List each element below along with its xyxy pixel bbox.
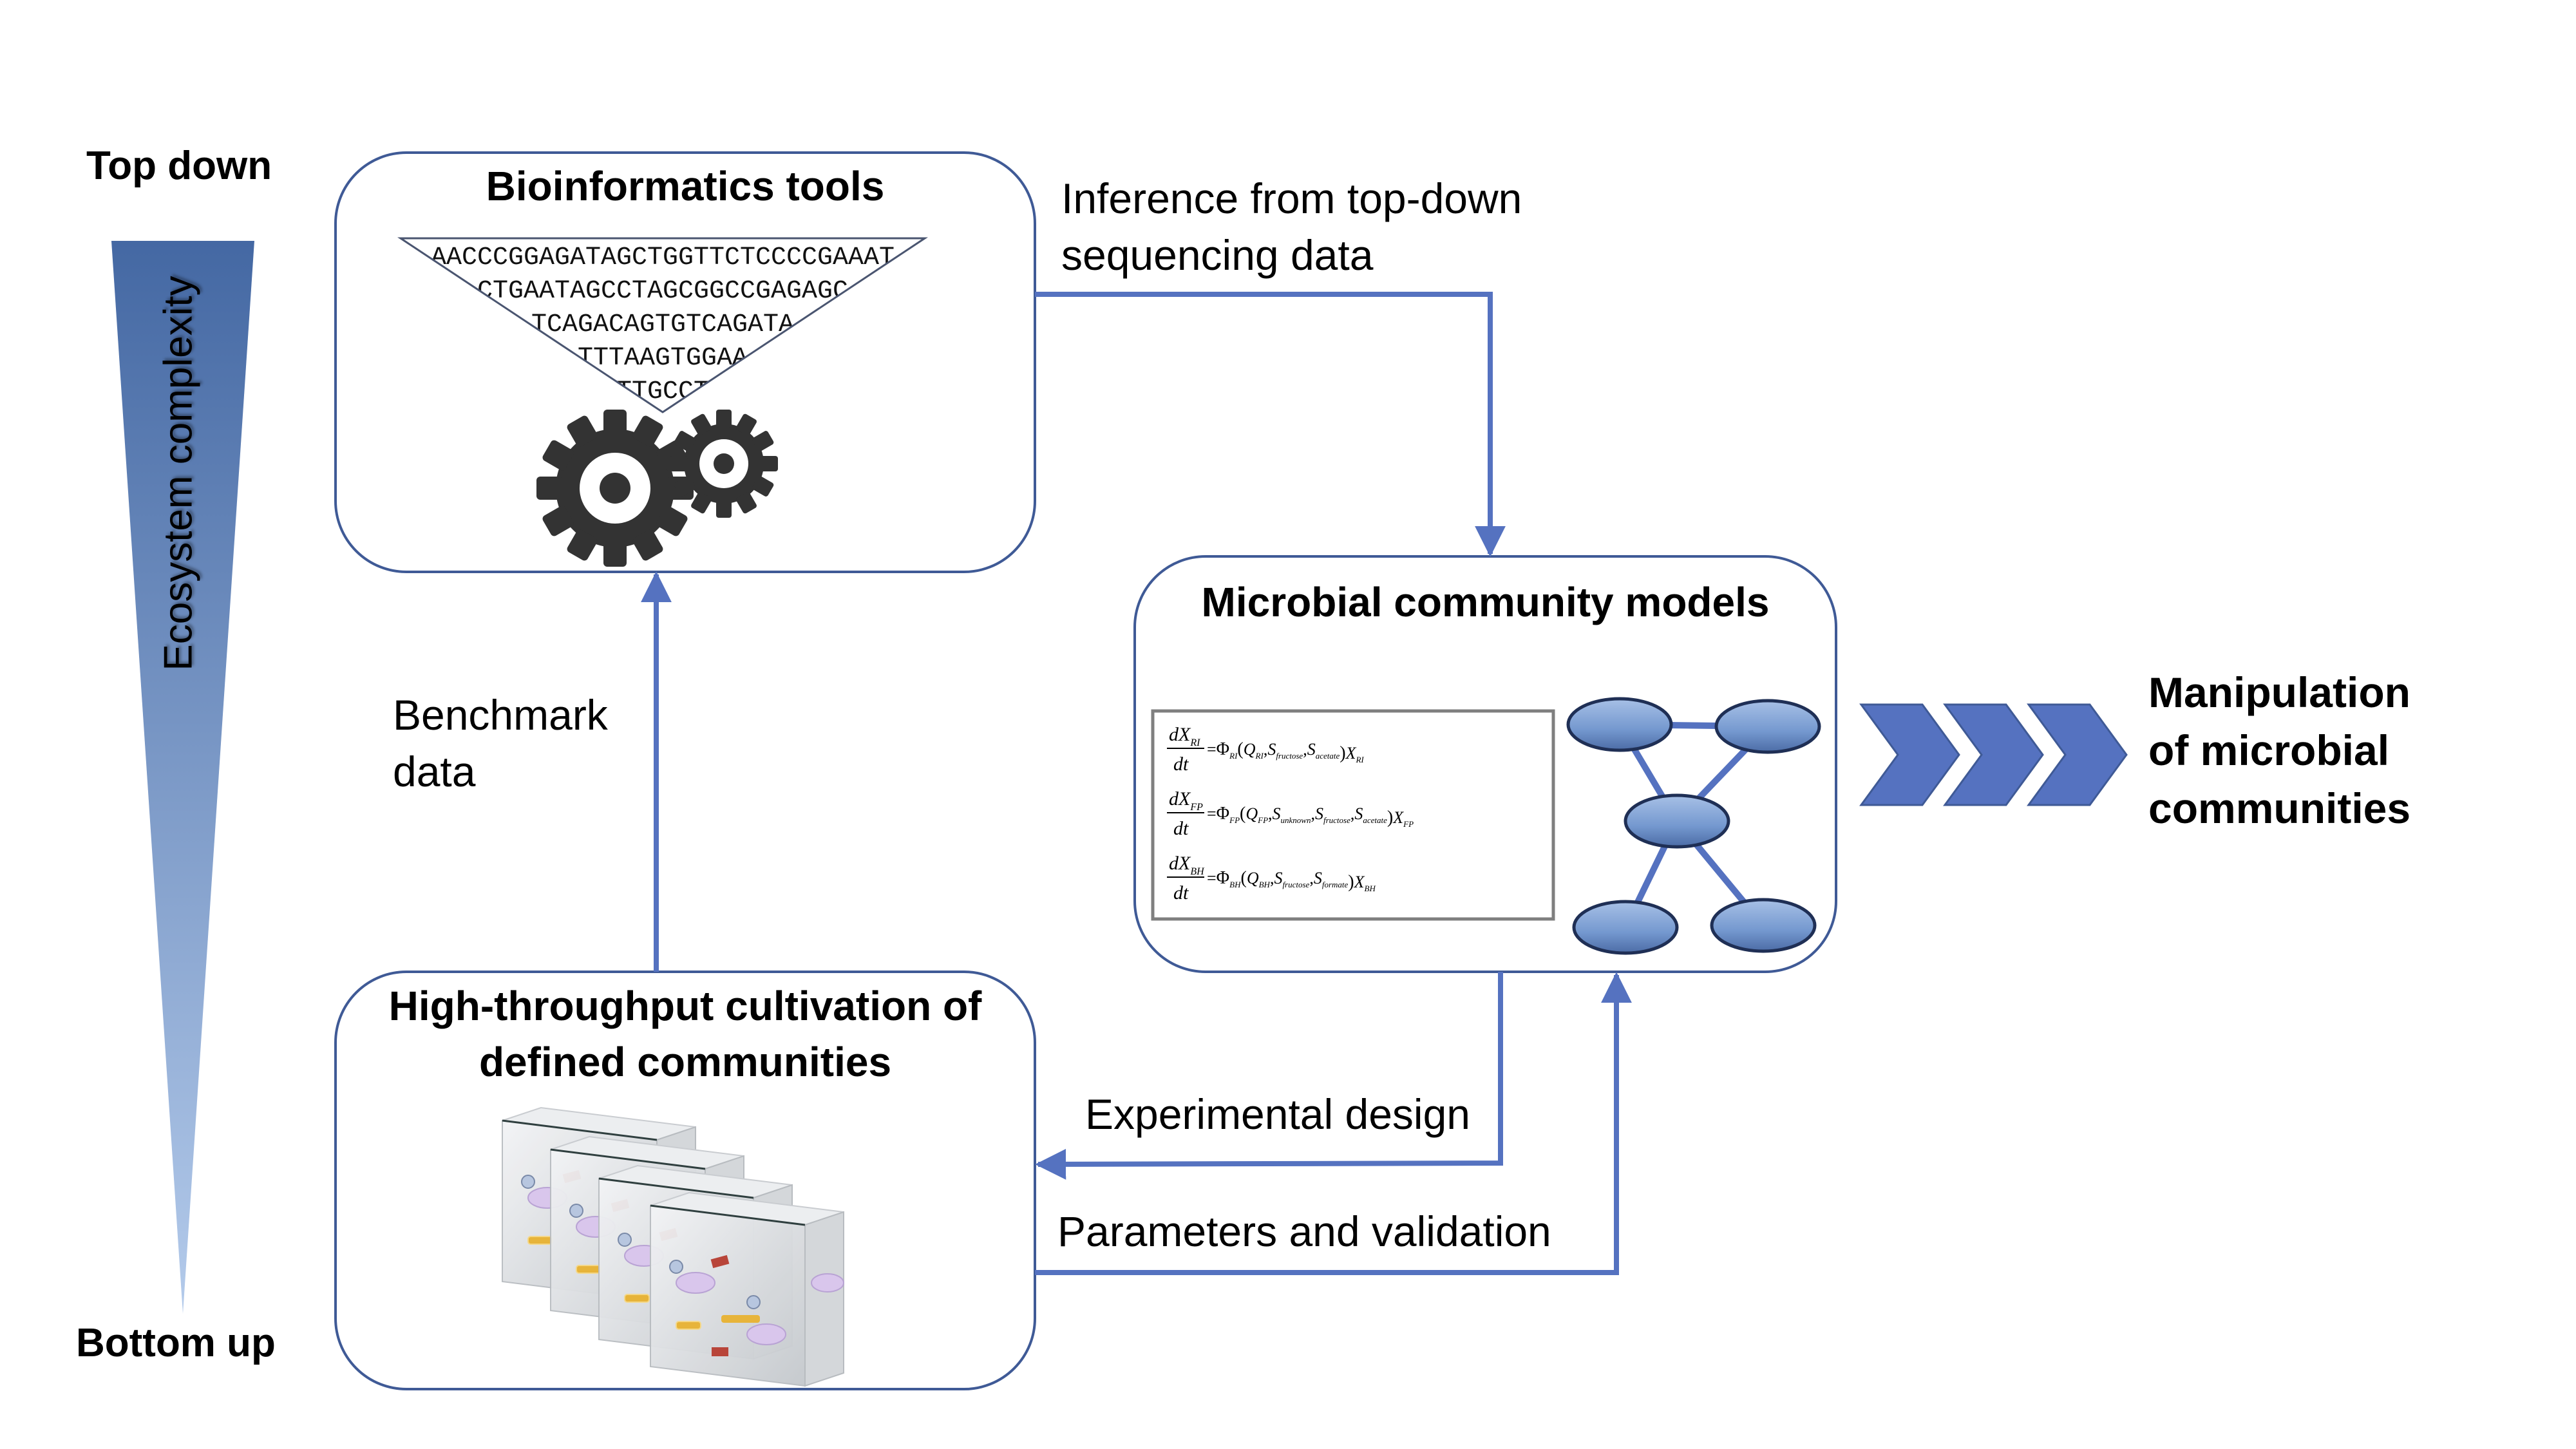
svg-text:=ΦFP(QFP,Sunknown,Sfructose,Sa: =ΦFP(QFP,Sunknown,Sfructose,Sacetate)XFP bbox=[1207, 804, 1414, 829]
dna-line: CTGAATAGCCTAGCGGCCGAGAGC bbox=[477, 277, 848, 306]
bioinformatics-box bbox=[334, 151, 1036, 573]
complexity-gradient-triangle bbox=[111, 241, 254, 1314]
svg-text:=ΦBH(QBH,Sfructose,Sformate)XB: =ΦBH(QBH,Sfructose,Sformate)XBH bbox=[1207, 868, 1376, 893]
dna-line: TTTAAGTGGAA bbox=[578, 344, 748, 373]
top-down-label: Top down bbox=[86, 144, 272, 188]
dna-sequence-funnel: AACCCGGAGATAGCTGGTTCTCCCCGAAAT CTGAATAGC… bbox=[397, 237, 928, 413]
experimental-design-arrow bbox=[1035, 972, 1503, 1180]
inference-arrow bbox=[1035, 292, 1506, 557]
gears-icon bbox=[536, 410, 778, 567]
network-node bbox=[1566, 697, 1673, 752]
culture-cubes-icon bbox=[502, 1106, 844, 1387]
experimental-design-label: Experimental design bbox=[1085, 1090, 1470, 1138]
outcome-line2: of microbial bbox=[2148, 726, 2390, 774]
dna-line: AACCCGGAGATAGCTGGTTCTCCCCGAAAT bbox=[431, 243, 895, 272]
parameters-validation-arrow bbox=[1035, 972, 1632, 1275]
inference-label-line2: sequencing data bbox=[1061, 231, 1374, 279]
inference-label-line1: Inference from top-down bbox=[1061, 175, 1522, 222]
cultivation-title-line1: High-throughput cultivation of bbox=[388, 983, 982, 1029]
dna-line: TCAGACAGTGTCAGATA bbox=[531, 310, 794, 339]
svg-text:dt: dt bbox=[1173, 753, 1189, 775]
equation-panel bbox=[1151, 709, 1555, 921]
equation-fp: dXFPdt=ΦFP(QFP,Sunknown,Sfructose,Saceta… bbox=[1167, 788, 1414, 839]
network-graph bbox=[1566, 697, 1821, 955]
benchmark-label-line2: data bbox=[393, 748, 476, 795]
culture-cube bbox=[650, 1191, 844, 1387]
network-node bbox=[1714, 699, 1821, 754]
bottom-up-label: Bottom up bbox=[76, 1321, 276, 1365]
svg-text:dt: dt bbox=[1173, 882, 1189, 904]
parameters-validation-label: Parameters and validation bbox=[1057, 1208, 1551, 1255]
cultivation-title-line2: defined communities bbox=[478, 1039, 892, 1085]
benchmark-label-line1: Benchmark bbox=[393, 691, 608, 739]
outcome-line3: communities bbox=[2148, 784, 2411, 832]
svg-text:dt: dt bbox=[1173, 818, 1189, 839]
chevron-arrows-icon bbox=[1859, 703, 2128, 806]
bioinformatics-title: Bioinformatics tools bbox=[486, 163, 885, 209]
network-node bbox=[1624, 793, 1730, 849]
outcome-line1: Manipulation bbox=[2148, 668, 2410, 716]
models-title: Microbial community models bbox=[1201, 579, 1770, 625]
network-node bbox=[1572, 900, 1679, 955]
network-node bbox=[1710, 898, 1817, 953]
svg-text:=ΦRI(QRI,Sfructose,Sacetate)XR: =ΦRI(QRI,Sfructose,Sacetate)XRI bbox=[1207, 739, 1364, 764]
equations: dXRIdt=ΦRI(QRI,Sfructose,Sacetate)XRIdXF… bbox=[1167, 724, 1414, 904]
ecosystem-complexity-label: Ecosystem complexity bbox=[156, 276, 201, 671]
